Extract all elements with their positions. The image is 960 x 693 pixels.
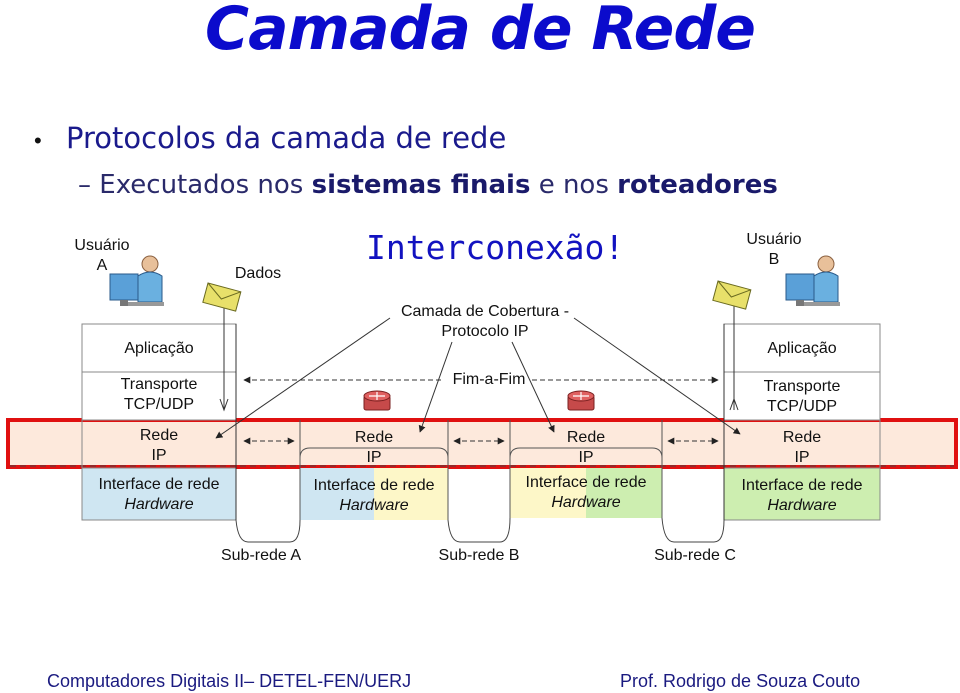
- host-a-interface-1: Interface de rede: [98, 476, 220, 493]
- router-1-interface: Interface de rede Hardware: [300, 476, 448, 516]
- router-1-network: Rede IP: [300, 428, 448, 468]
- host-a-network-2: IP: [151, 447, 167, 464]
- sub-prefix: – Executados nos: [78, 170, 304, 200]
- host-b-transport-2: TCP/UDP: [766, 398, 838, 415]
- router-1-hardware: Hardware: [339, 497, 409, 514]
- coverage-arrow-3: [511, 341, 555, 433]
- coverage-arrow-4: [573, 317, 741, 435]
- host-a-transport: Transporte TCP/UDP: [82, 375, 236, 415]
- user-b-line1: Usuário: [746, 231, 802, 248]
- interconnection-callout: Interconexão!: [366, 228, 625, 267]
- user-b-line2: B: [768, 251, 780, 268]
- sub-bold-sistemas: sistemas finais: [311, 170, 531, 200]
- coverage-line1: Camada de Cobertura -: [400, 303, 570, 320]
- host-b-hardware: Hardware: [767, 497, 837, 514]
- router-2-network: Rede IP: [510, 428, 662, 468]
- subnet-b-label: Sub-rede B: [438, 547, 520, 564]
- host-a-network: Rede IP: [82, 426, 236, 466]
- host-a-transport-1: Transporte: [120, 376, 198, 393]
- subnet-b-curve: [447, 517, 511, 543]
- user-b-label: Usuário B: [738, 230, 810, 270]
- coverage-label: Camada de Cobertura - Protocolo IP: [380, 302, 590, 342]
- sub-bold-roteadores: roteadores: [617, 170, 778, 200]
- slide-title: Camada de Rede: [205, 0, 756, 64]
- router-2-network-1: Rede: [566, 429, 606, 446]
- subnet-a-label: Sub-rede A: [220, 547, 302, 564]
- router-2-interface-1: Interface de rede: [525, 474, 647, 491]
- router-icon: [567, 390, 595, 411]
- router-1-network-2: IP: [366, 449, 382, 466]
- host-a-stack: [81, 323, 237, 521]
- host-b-stack: [723, 323, 881, 521]
- subnet-c-label: Sub-rede C: [654, 547, 736, 564]
- coverage-arrow-2: [418, 341, 453, 433]
- router-2-network-2: IP: [578, 449, 594, 466]
- envelope-icon: [202, 282, 242, 312]
- subnet-c-curve: [661, 517, 725, 543]
- router-1-interface-1: Interface de rede: [313, 477, 435, 494]
- bullet-text: Protocolos da camada de rede: [66, 121, 507, 155]
- router-1-stack: [299, 420, 449, 520]
- router-1-network-1: Rede: [354, 429, 394, 446]
- coverage-line2: Protocolo IP: [441, 323, 529, 340]
- bullet-marker: •: [34, 128, 42, 153]
- host-b-network-2: IP: [794, 449, 810, 466]
- user-a-label: Usuário A: [66, 236, 138, 276]
- chevron-down-icon: [219, 398, 229, 412]
- user-a-line1: Usuário: [74, 237, 130, 254]
- footer-course: Computadores Digitais II– DETEL-FEN/UERJ: [47, 671, 412, 691]
- router-2-stack: [509, 420, 663, 518]
- host-a-network-1: Rede: [139, 427, 179, 444]
- host-b-interface-1: Interface de rede: [741, 477, 863, 494]
- subnet-a-curve: [235, 519, 301, 543]
- host-b-network: Rede IP: [724, 428, 880, 468]
- sub-mid: e nos: [538, 170, 609, 200]
- footer-author: Prof. Rodrigo de Souza Couto: [620, 671, 861, 691]
- sub-bullet: – Executados nos sistemas finais e nos r…: [78, 170, 778, 200]
- router-icon: [363, 390, 391, 411]
- host-a-hardware: Hardware: [124, 496, 194, 513]
- user-computer-icon: [109, 255, 164, 306]
- coverage-arrow-1: [215, 317, 391, 439]
- host-a-transport-2: TCP/UDP: [123, 396, 195, 413]
- end-to-end-label: Fim-a-Fim: [452, 371, 526, 388]
- user-a-line2: A: [96, 257, 108, 274]
- host-b-network-1: Rede: [782, 429, 822, 446]
- router-2-interface: Interface de rede Hardware: [510, 473, 662, 513]
- envelope-icon: [712, 280, 752, 310]
- host-b-interface: Interface de rede Hardware: [724, 476, 880, 516]
- chevron-up-icon: [729, 397, 739, 411]
- host-b-application: Aplicação: [767, 340, 837, 357]
- host-b-transport-1: Transporte: [763, 378, 841, 395]
- user-computer-icon: [785, 255, 840, 306]
- router-2-hardware: Hardware: [551, 494, 621, 511]
- host-a-interface: Interface de rede Hardware: [82, 475, 236, 515]
- host-b-transport: Transporte TCP/UDP: [724, 377, 880, 417]
- data-label: Dados: [234, 265, 282, 282]
- host-a-application: Aplicação: [124, 340, 194, 357]
